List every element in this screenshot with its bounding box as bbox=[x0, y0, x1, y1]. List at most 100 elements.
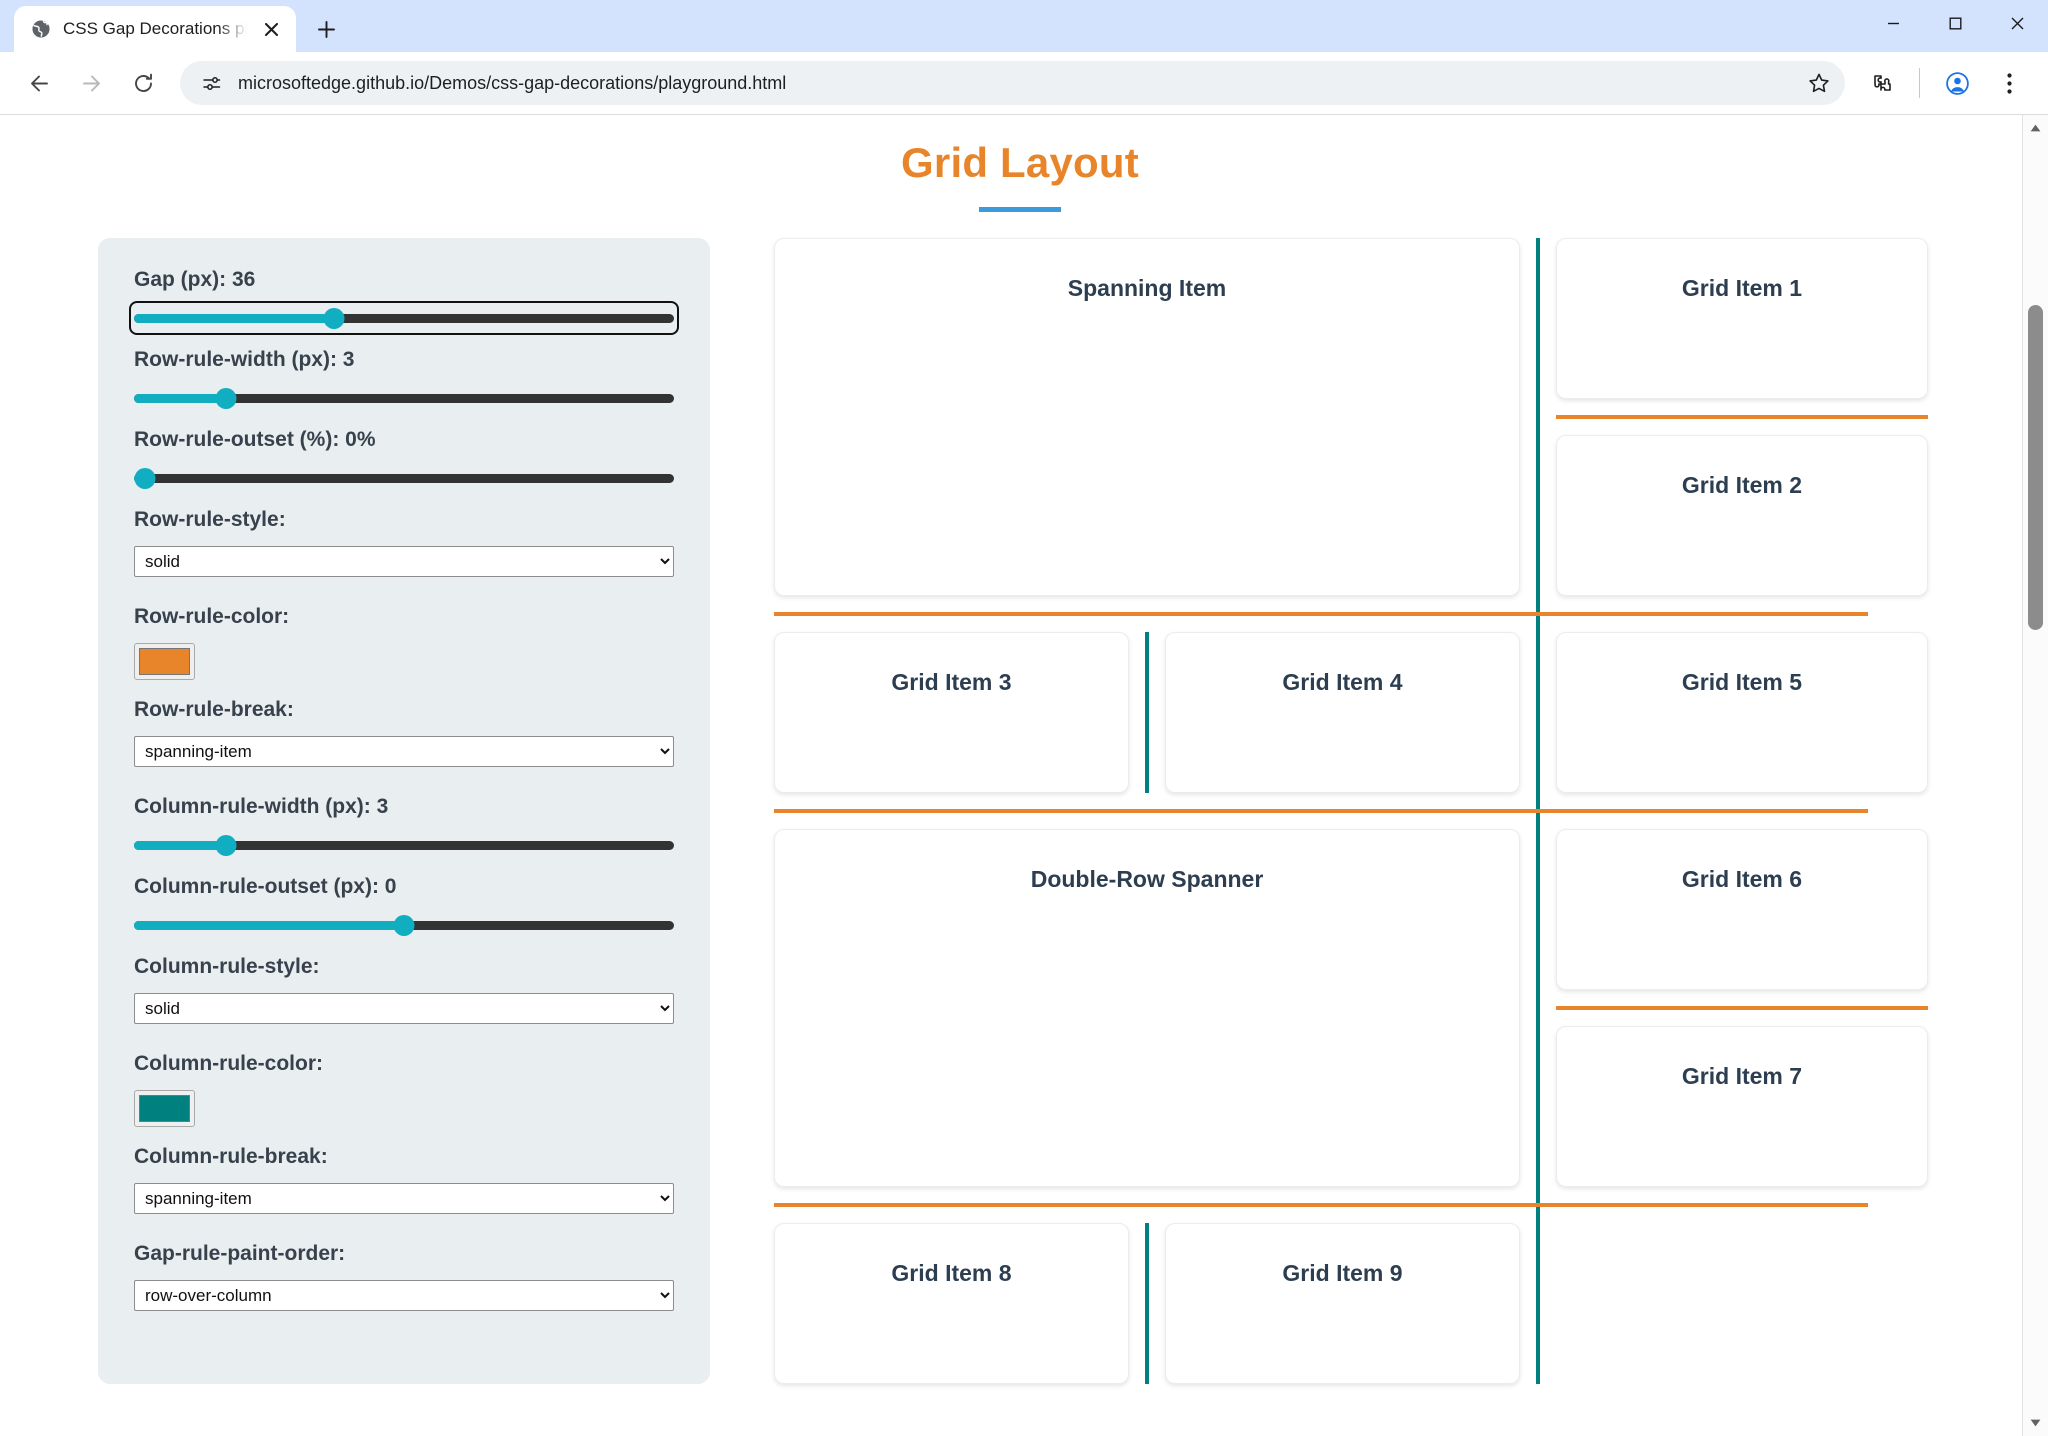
grid-item-6[interactable]: Grid Item 6 bbox=[1556, 829, 1928, 990]
column-rule bbox=[1536, 632, 1540, 793]
globe-icon bbox=[30, 18, 52, 40]
reload-button-icon[interactable] bbox=[120, 60, 166, 106]
select-row-rule-break[interactable]: nonespanning-itemintersection bbox=[134, 736, 674, 767]
control-column-rule-color: Column-rule-color: bbox=[134, 1052, 674, 1127]
double-row-spanner[interactable]: Double-Row Spanner bbox=[774, 829, 1520, 1187]
extensions-puzzle-icon[interactable] bbox=[1859, 60, 1905, 106]
color-swatch-column-rule-color[interactable] bbox=[134, 1090, 195, 1127]
slider-thumb[interactable] bbox=[393, 914, 415, 936]
slider-gap[interactable] bbox=[129, 301, 679, 335]
grid-row-3: Double-Row Spanner Grid Item 6 bbox=[774, 829, 1928, 1187]
color-swatch-fill bbox=[139, 1095, 190, 1122]
card-label: Double-Row Spanner bbox=[1030, 866, 1264, 892]
gap-row-3 bbox=[774, 1187, 1928, 1223]
control-label-column-rule-outset: Column-rule-outset (px): 0 bbox=[134, 875, 397, 898]
grid-item-7[interactable]: Grid Item 7 bbox=[1556, 1026, 1928, 1187]
browser-tab[interactable]: CSS Gap Decorations playground bbox=[14, 6, 296, 52]
control-row-rule-outset: Row-rule-outset (%): 0% bbox=[134, 428, 674, 490]
slider-thumb[interactable] bbox=[215, 387, 237, 409]
card-label: Grid Item 3 bbox=[891, 669, 1012, 695]
slider-thumb[interactable] bbox=[215, 834, 237, 856]
scroll-down-arrow-icon[interactable] bbox=[2023, 1410, 2048, 1436]
column-rule bbox=[1536, 238, 1540, 596]
control-column-rule-style: Column-rule-style: nonesoliddasheddottedd… bbox=[134, 955, 674, 1034]
slider-track bbox=[134, 393, 674, 403]
scroll-up-arrow-icon[interactable] bbox=[2023, 115, 2048, 141]
three-dot-menu-icon[interactable] bbox=[1986, 60, 2032, 106]
select-column-rule-style[interactable]: nonesoliddasheddotteddoublegrooveridgein… bbox=[134, 993, 674, 1024]
column-rule bbox=[1145, 1223, 1149, 1384]
grid-item-5[interactable]: Grid Item 5 bbox=[1556, 632, 1928, 793]
card-label: Grid Item 1 bbox=[1681, 275, 1803, 301]
grid-empty-cell bbox=[1556, 1223, 1928, 1384]
select-row-rule-style[interactable]: nonesoliddasheddotteddoublegrooveridgein… bbox=[134, 546, 674, 577]
spanning-item[interactable]: Spanning Item bbox=[774, 238, 1520, 596]
grid-item-1[interactable]: Grid Item 1 bbox=[1556, 238, 1928, 399]
grid-item-8[interactable]: Grid Item 8 bbox=[774, 1223, 1129, 1384]
control-label-column-rule-break: Column-rule-break: bbox=[134, 1145, 328, 1168]
control-gap-rule-paint-order: Gap-rule-paint-order:row-over-columncolu… bbox=[134, 1242, 674, 1321]
select-column-rule-break[interactable]: nonespanning-itemintersection bbox=[134, 1183, 674, 1214]
control-label-row-rule-style: Row-rule-style: bbox=[134, 508, 286, 531]
site-settings-icon[interactable] bbox=[196, 68, 226, 98]
tab-title: CSS Gap Decorations playground bbox=[63, 19, 247, 38]
page-scrollbar[interactable] bbox=[2022, 115, 2048, 1436]
control-row-rule-style: Row-rule-style: nonesoliddasheddotteddoub… bbox=[134, 508, 674, 587]
row-rule bbox=[1556, 415, 1928, 419]
url-text[interactable]: microsoftedge.github.io/Demos/css-gap-de… bbox=[238, 72, 787, 93]
slider-thumb[interactable] bbox=[134, 467, 156, 489]
close-tab-icon[interactable] bbox=[258, 16, 284, 42]
slider-fill bbox=[134, 313, 334, 323]
page-layout: Gap (px): 36 Row-rule-width (px): 3 Row-ru… bbox=[52, 212, 1988, 1384]
slider-column-rule-width[interactable] bbox=[134, 833, 674, 857]
slider-track bbox=[134, 473, 674, 483]
slider-fill bbox=[134, 393, 226, 403]
new-tab-button[interactable] bbox=[306, 9, 346, 49]
color-swatch-row-rule-color[interactable] bbox=[134, 643, 195, 680]
forward-button-icon[interactable] bbox=[68, 60, 114, 106]
slider-track bbox=[134, 313, 674, 323]
control-column-rule-width: Column-rule-width (px): 3 bbox=[134, 795, 674, 857]
control-label-column-rule-color: Column-rule-color: bbox=[134, 1052, 323, 1075]
grid-item-9[interactable]: Grid Item 9 bbox=[1165, 1223, 1520, 1384]
control-label-column-rule-width: Column-rule-width (px): 3 bbox=[134, 795, 389, 818]
window-controls bbox=[1862, 0, 2048, 46]
slider-row-rule-width[interactable] bbox=[134, 386, 674, 410]
control-label-gap: Gap (px): 36 bbox=[134, 268, 256, 291]
select-gap-rule-paint-order[interactable]: row-over-columncolumn-over-row bbox=[134, 1280, 674, 1311]
profile-avatar-icon[interactable] bbox=[1934, 60, 1980, 106]
grid-item-2[interactable]: Grid Item 2 bbox=[1556, 435, 1928, 596]
grid-item-3[interactable]: Grid Item 3 bbox=[774, 632, 1129, 793]
minimize-button[interactable] bbox=[1862, 0, 1924, 46]
control-label-column-rule-style: Column-rule-style: bbox=[134, 955, 320, 978]
card-label: Grid Item 9 bbox=[1282, 1260, 1403, 1286]
control-label-row-rule-width: Row-rule-width (px): 3 bbox=[134, 348, 355, 371]
title-underline bbox=[979, 207, 1061, 212]
control-row-rule-break: Row-rule-break:nonespanning-itemintersec… bbox=[134, 698, 674, 777]
close-window-button[interactable] bbox=[1986, 0, 2048, 46]
maximize-button[interactable] bbox=[1924, 0, 1986, 46]
address-bar[interactable]: microsoftedge.github.io/Demos/css-gap-de… bbox=[180, 61, 1845, 105]
slider-column-rule-outset[interactable] bbox=[134, 913, 674, 937]
scrollbar-thumb[interactable] bbox=[2028, 305, 2043, 630]
tab-strip: CSS Gap Decorations playground bbox=[0, 0, 2048, 52]
slider-row-rule-outset[interactable] bbox=[134, 466, 674, 490]
row-rule bbox=[774, 809, 1868, 813]
column-rule bbox=[1536, 829, 1540, 1187]
back-button-icon[interactable] bbox=[16, 60, 62, 106]
gap-row-2 bbox=[774, 793, 1928, 829]
card-label: Grid Item 5 bbox=[1681, 669, 1803, 695]
card-label: Grid Item 7 bbox=[1681, 1063, 1803, 1089]
control-gap: Gap (px): 36 bbox=[129, 268, 679, 335]
slider-fill bbox=[134, 840, 226, 850]
color-swatch-fill bbox=[139, 648, 190, 675]
slider-thumb[interactable] bbox=[323, 307, 345, 329]
control-label-row-rule-outset: Row-rule-outset (%): 0% bbox=[134, 428, 376, 451]
card-label: Grid Item 4 bbox=[1282, 669, 1403, 695]
column-rule bbox=[1145, 632, 1149, 793]
grid-item-4[interactable]: Grid Item 4 bbox=[1165, 632, 1520, 793]
row-rule bbox=[1556, 1006, 1928, 1010]
star-icon[interactable] bbox=[1799, 63, 1839, 103]
